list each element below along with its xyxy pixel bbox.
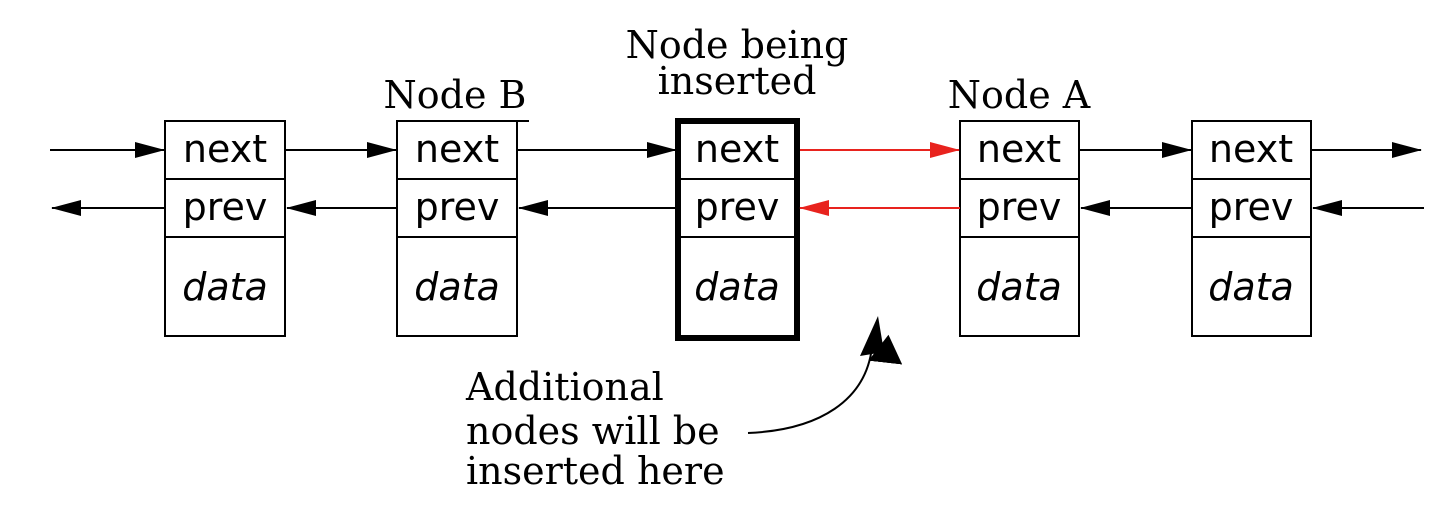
data-field: data <box>976 265 1062 309</box>
prev-field: prev <box>183 185 268 229</box>
node-a-label: Node A <box>948 73 1091 117</box>
annotation-arrow-head <box>860 316 884 356</box>
annotation-line3: inserted here <box>466 449 725 493</box>
next-field: next <box>977 127 1061 171</box>
data-field: data <box>694 265 780 309</box>
annotation-line2: nodes will be <box>466 409 720 453</box>
prev-field: prev <box>695 185 780 229</box>
next-field: next <box>695 127 779 171</box>
data-field: data <box>1208 265 1294 309</box>
next-field: next <box>1209 127 1293 171</box>
inserted-node-label-line1: Node being <box>626 23 849 67</box>
prev-field: prev <box>415 185 500 229</box>
data-field: data <box>182 265 268 309</box>
prev-field: prev <box>1209 185 1294 229</box>
annotation-curved-arrow <box>747 334 903 434</box>
node-b: next prev data <box>396 120 529 337</box>
node-1: next prev data <box>164 120 286 337</box>
next-field: next <box>415 127 499 171</box>
node-b-label: Node B <box>384 73 527 117</box>
next-field: next <box>183 127 267 171</box>
node-a: next prev data <box>959 120 1080 337</box>
inserted-node: next prev data <box>675 118 800 341</box>
annotation-line1: Additional <box>465 365 664 409</box>
prev-field: prev <box>977 185 1062 229</box>
data-field: data <box>414 265 500 309</box>
inserted-node-label-line2: inserted <box>658 59 817 103</box>
node-5: next prev data <box>1191 120 1312 337</box>
